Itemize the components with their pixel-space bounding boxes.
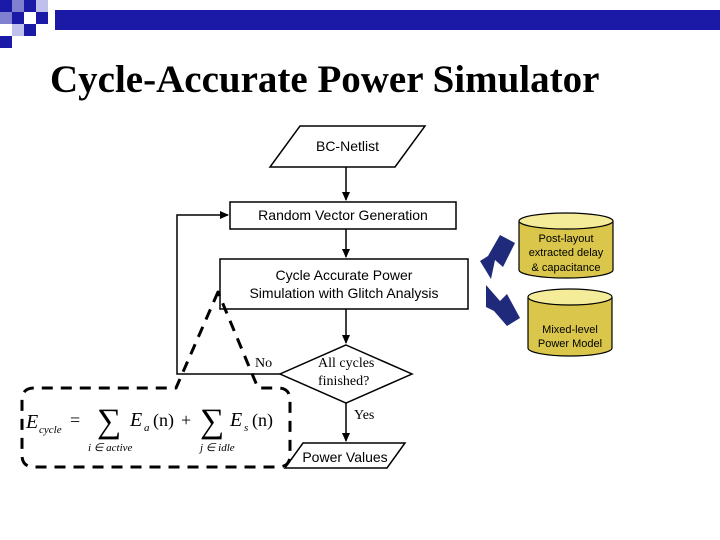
yes-label: Yes xyxy=(354,408,375,423)
eq-term2-subscript: s xyxy=(244,422,248,434)
decision-label-line1: All cycles xyxy=(318,356,375,371)
netlist-label: BC-Netlist xyxy=(315,137,379,154)
corner-decoration xyxy=(0,0,720,48)
decision-label: All cycles finished? xyxy=(318,355,398,391)
corner-square-3 xyxy=(24,0,36,12)
corner-square-6 xyxy=(12,12,24,24)
corner-square-8 xyxy=(36,12,48,24)
corner-square-10 xyxy=(24,24,36,36)
mixed-level-line1: Mixed-level xyxy=(542,324,598,336)
postlayout-line1: Post-layout xyxy=(538,233,594,245)
eq-term1-subscript: a xyxy=(144,422,150,434)
postlayout-label: Post-layout extracted delay & capacitanc… xyxy=(512,232,620,275)
mixed-level-cylinder xyxy=(527,288,613,357)
corner-square-9 xyxy=(12,24,24,36)
eq-term2-symbol: E xyxy=(229,409,242,431)
eq-equals: = xyxy=(70,410,80,430)
postlayout-line3: & capacitance xyxy=(531,261,601,274)
header-bar xyxy=(55,10,720,30)
corner-square-4 xyxy=(36,0,48,12)
eq-term2-arg: (n) xyxy=(252,410,273,431)
eq-term1-symbol: E xyxy=(129,409,142,431)
mixed-level-line2: Power Model xyxy=(537,338,603,351)
eq-plus: + xyxy=(181,410,191,430)
blue-arrow-lower xyxy=(486,285,520,326)
feedback-loop xyxy=(176,211,280,375)
equation-callout xyxy=(20,290,292,469)
corner-square-11 xyxy=(0,36,12,48)
random-vector-label: Random Vector Generation xyxy=(258,207,428,224)
page-title: Cycle-Accurate Power Simulator xyxy=(50,58,600,101)
output-shape xyxy=(283,442,407,469)
eq-index-2: j ∈ idle xyxy=(198,442,235,454)
simulation-box xyxy=(219,258,469,310)
simulation-label-line1: Cycle Accurate Power xyxy=(275,266,413,283)
eq-lhs-symbol: E xyxy=(25,411,38,433)
netlist-shape xyxy=(268,125,427,168)
simulation-label-line2: Simulation with Glitch Analysis xyxy=(249,285,439,301)
no-label: No xyxy=(255,356,273,371)
eq-sum-1: ∑ xyxy=(97,403,121,440)
blue-arrow-upper xyxy=(480,235,515,279)
eq-index-1: i ∈ active xyxy=(88,442,133,454)
random-vector-box xyxy=(229,201,457,230)
postlayout-line2: extracted delay xyxy=(528,247,604,260)
corner-square-7 xyxy=(24,12,36,24)
corner-square-5 xyxy=(0,12,12,24)
eq-lhs-subscript: cycle xyxy=(39,424,62,436)
decision-label-line2: finished? xyxy=(318,374,370,389)
postlayout-cylinder xyxy=(518,212,614,279)
eq-sum-2: ∑ xyxy=(200,403,224,440)
corner-square-2 xyxy=(12,0,24,12)
mixed-level-label: Mixed-level Power Model xyxy=(520,323,620,352)
simulation-label: Cycle Accurate Power Simulation with Gli… xyxy=(220,259,468,309)
energy-equation: E cycle = ∑ i ∈ active E a (n) + ∑ j ∈ i… xyxy=(25,403,273,454)
output-label: Power Values xyxy=(302,448,388,465)
corner-square-1 xyxy=(0,0,12,12)
eq-term1-arg: (n) xyxy=(153,410,174,431)
